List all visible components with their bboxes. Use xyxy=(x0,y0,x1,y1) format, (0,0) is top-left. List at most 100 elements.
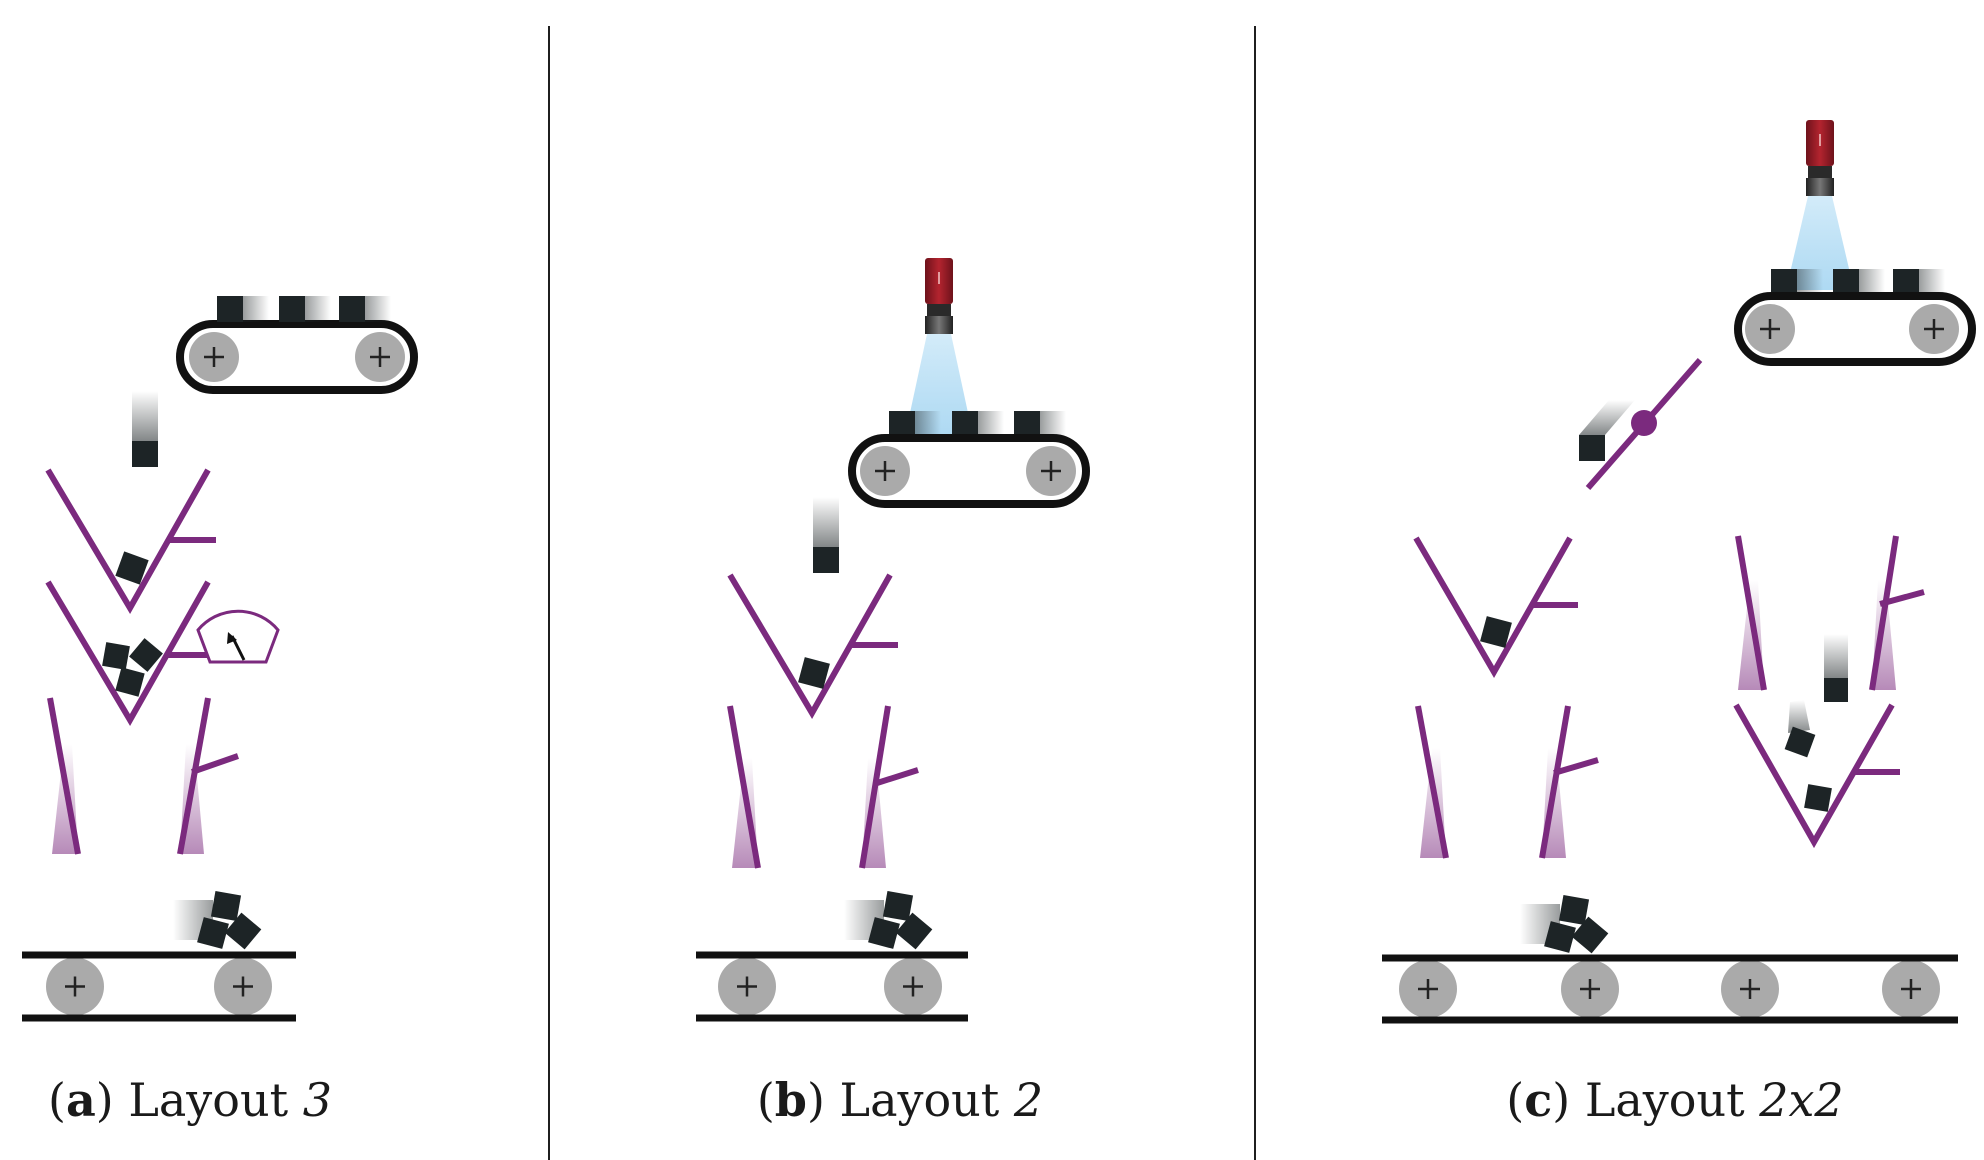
roller-axis xyxy=(65,976,85,997)
part-icon xyxy=(889,411,915,437)
part-icon xyxy=(279,296,305,322)
roller-axis xyxy=(1760,319,1780,339)
rail-arm xyxy=(1553,757,1599,776)
roller-axis xyxy=(1901,979,1921,999)
gauge-needle-tip xyxy=(227,632,237,644)
part-icon xyxy=(1893,269,1919,295)
caption-letter: b xyxy=(774,1073,807,1127)
caption-c: (c) Layout 2x2 xyxy=(1500,1060,1850,1140)
rail-arm xyxy=(873,767,919,787)
part-icon xyxy=(1771,269,1797,295)
part-icon xyxy=(1804,784,1832,812)
motion-trail xyxy=(1797,269,1823,295)
caption-word: Layout xyxy=(128,1073,289,1127)
roller-axis xyxy=(903,976,923,997)
caption-word: Layout xyxy=(839,1073,1000,1127)
motion-trail xyxy=(1040,411,1066,437)
camera-mount xyxy=(927,304,951,316)
v-chute-icon xyxy=(45,580,211,726)
part-icon xyxy=(952,411,978,437)
v-chute-icon xyxy=(45,468,211,614)
roller-axis xyxy=(737,976,757,997)
caption-letter: a xyxy=(65,1073,96,1127)
camera-lens xyxy=(925,316,953,334)
camera-mount xyxy=(1808,166,1832,178)
rail-arm xyxy=(191,753,239,775)
v-chute-icon xyxy=(1733,703,1895,849)
rail-shade xyxy=(52,744,78,854)
part-icon xyxy=(115,667,145,697)
belt-outline xyxy=(1734,292,1976,366)
part-icon xyxy=(1014,411,1040,437)
camera-lens xyxy=(1806,178,1834,196)
rail-shade xyxy=(732,758,758,868)
part-icon xyxy=(1480,616,1512,648)
motion-trail xyxy=(243,296,269,322)
part-icon xyxy=(210,890,242,922)
panel-divider xyxy=(1254,26,1256,1160)
rail-arm xyxy=(1879,589,1925,607)
part-icon xyxy=(1558,894,1590,926)
part-icon xyxy=(1784,726,1816,758)
caption-number: 2x2 xyxy=(1759,1073,1844,1127)
caption-close: ) xyxy=(95,1073,114,1127)
rail-shade xyxy=(1542,748,1566,858)
caption-close: ) xyxy=(1552,1073,1571,1127)
motion-trail xyxy=(1788,700,1810,733)
part-icon xyxy=(1824,678,1848,702)
caption-word: Layout xyxy=(1584,1073,1745,1127)
roller-axis xyxy=(875,461,895,481)
panel-a xyxy=(22,296,418,1022)
part-icon xyxy=(1579,435,1605,461)
flap-gate-pivot xyxy=(1631,410,1657,436)
rail-shade xyxy=(1872,580,1896,690)
motion-trail xyxy=(305,296,331,322)
v-chute-icon xyxy=(1413,536,1573,679)
roller-axis xyxy=(233,976,253,997)
part-icon xyxy=(798,657,830,689)
caption-letter: c xyxy=(1524,1073,1553,1127)
caption-b: (b) Layout 2 xyxy=(750,1060,1050,1140)
part-icon xyxy=(224,912,262,950)
part-icon xyxy=(1833,269,1859,295)
panel-b xyxy=(696,258,1090,1022)
roller-axis xyxy=(204,347,224,367)
caption-a: (a) Layout 3 xyxy=(40,1060,340,1140)
part-icon xyxy=(1571,916,1609,954)
panel-c xyxy=(1382,120,1976,1024)
motion-trail xyxy=(915,411,941,437)
rail-shade xyxy=(1738,580,1764,690)
caption-open: ( xyxy=(1506,1073,1525,1127)
motion-trail xyxy=(132,391,158,441)
motion-trail xyxy=(1579,400,1635,435)
rail-shade xyxy=(1420,748,1446,858)
part-icon xyxy=(132,441,158,467)
v-chute-icon xyxy=(727,573,893,719)
motion-trail xyxy=(844,900,884,940)
part-icon xyxy=(339,296,365,322)
motion-trail xyxy=(173,900,213,940)
belt-outline xyxy=(176,320,418,394)
roller-axis xyxy=(1418,979,1438,999)
roller-axis xyxy=(1041,461,1061,481)
motion-trail xyxy=(1520,904,1560,944)
rail-shade xyxy=(180,744,204,854)
gauge-icon xyxy=(196,609,280,664)
part-icon xyxy=(129,638,163,672)
part-icon xyxy=(895,912,933,950)
roller-axis xyxy=(370,347,390,367)
motion-trail xyxy=(813,497,839,547)
roller-axis xyxy=(1580,979,1600,999)
belt-outline xyxy=(848,434,1090,508)
motion-trail xyxy=(365,296,391,322)
rail-shade xyxy=(862,758,886,868)
caption-number: 2 xyxy=(1013,1073,1044,1127)
part-icon xyxy=(882,890,914,922)
part-icon xyxy=(813,547,839,573)
caption-open: ( xyxy=(47,1073,66,1127)
light-cone xyxy=(1786,196,1854,290)
caption-open: ( xyxy=(756,1073,775,1127)
part-icon xyxy=(102,642,130,670)
motion-trail xyxy=(1859,269,1885,295)
